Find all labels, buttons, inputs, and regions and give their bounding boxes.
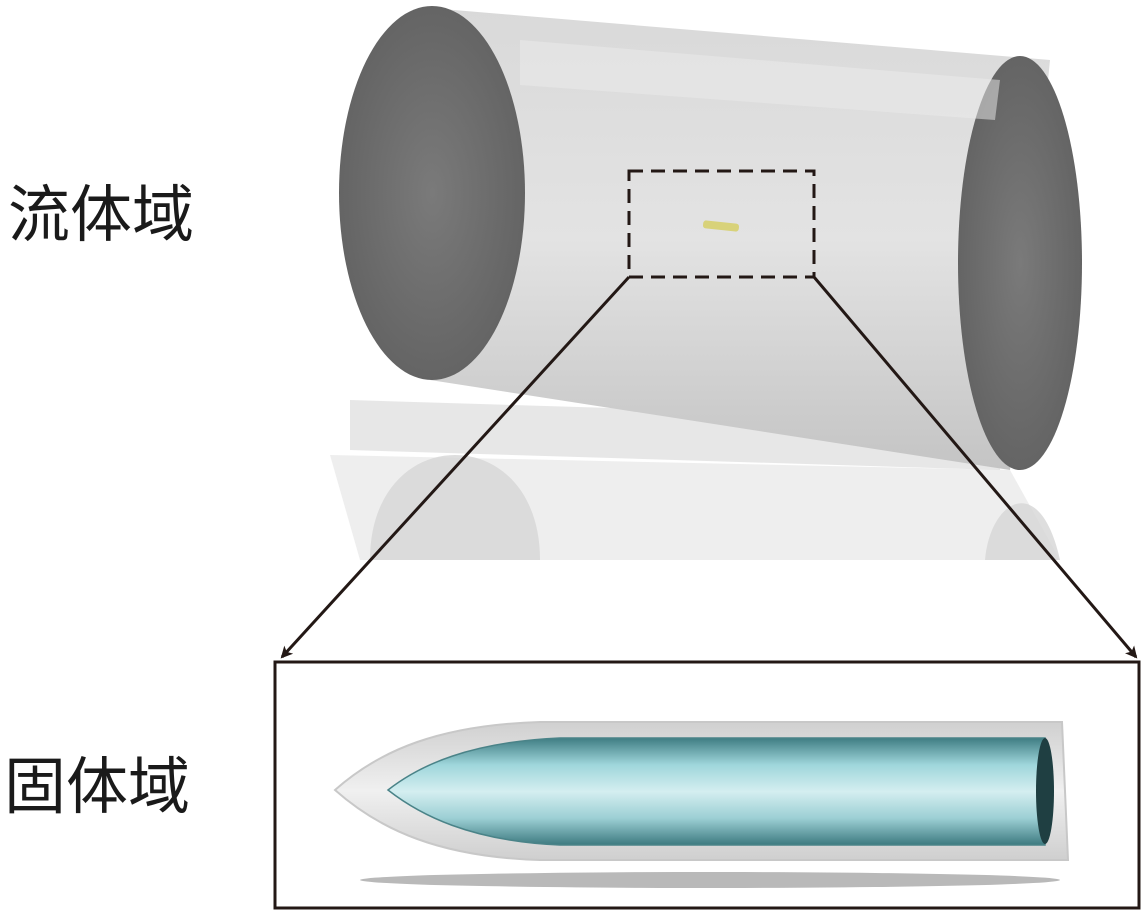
- solid-domain-label: 固体域: [4, 750, 191, 823]
- zoom-arrow-left: [280, 275, 631, 659]
- cylinder-left-end: [339, 6, 525, 380]
- projectile-marker: [702, 220, 740, 232]
- projectile-shadow: [360, 872, 1060, 888]
- projectile-rear-cap: [1036, 738, 1054, 844]
- zoom-selection-box: [627, 169, 816, 279]
- cylinder-shadow: [330, 400, 1060, 560]
- fluid-domain-label: 流体域: [8, 178, 195, 251]
- cylinder-body: [430, 8, 1050, 470]
- cylinder-right-end: [958, 56, 1082, 470]
- zoom-arrow-right: [812, 276, 1138, 659]
- projectile-core: [386, 737, 1046, 846]
